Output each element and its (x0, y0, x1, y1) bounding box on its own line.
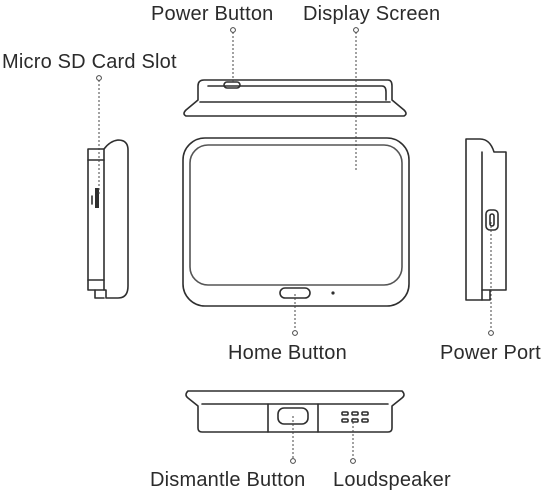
device-right-side-view (465, 138, 507, 301)
label-power-port: Power Port (440, 342, 541, 364)
power-port-shape (485, 209, 499, 231)
leader-dismantle-button (290, 416, 296, 464)
leader-display-screen (353, 27, 359, 170)
label-micro-sd-card-slot: Micro SD Card Slot (2, 51, 177, 73)
device-bottom-view (185, 390, 405, 433)
power-button-shape (223, 81, 241, 89)
leader-loudspeaker (350, 418, 356, 464)
device-front-view (182, 137, 410, 307)
leader-micro-sd-card-slot (96, 75, 102, 196)
label-power-button: Power Button (151, 3, 274, 25)
device-top-view (183, 79, 407, 117)
home-button-shape (279, 287, 311, 299)
label-home-button: Home Button (228, 342, 347, 364)
leader-power-button (230, 27, 236, 84)
label-loudspeaker: Loudspeaker (333, 469, 451, 491)
display-screen-shape (189, 144, 403, 286)
leader-power-port (488, 222, 494, 336)
loudspeaker-shape (341, 411, 369, 423)
sensor-dot (331, 291, 335, 295)
leader-home-button (292, 294, 298, 336)
micro-sd-card-slot-shape (91, 188, 99, 208)
label-dismantle-button: Dismantle Button (150, 469, 306, 491)
label-display-screen: Display Screen (303, 3, 441, 25)
device-left-side-view (87, 139, 129, 299)
